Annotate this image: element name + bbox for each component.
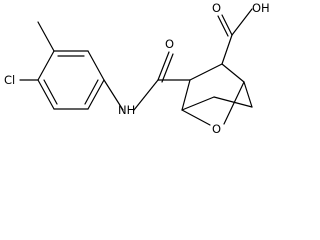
bond-c2-c1 [181, 79, 191, 111]
bond-c4-o [223, 81, 245, 125]
bond-ring-5 [87, 50, 105, 81]
bond-amide-co-2 [161, 53, 174, 83]
bond-c2-c3 [189, 63, 223, 81]
bond-n-carbonyl [133, 79, 159, 111]
bond-c5-c4 [243, 81, 253, 108]
bond-ring-double-2 [43, 79, 58, 105]
amide-o-label: O [165, 37, 174, 51]
bond-ring-2 [37, 79, 55, 110]
bond-aryl-n [103, 79, 124, 111]
bond-acid-oh [231, 8, 253, 36]
bond-acid-co-1 [221, 14, 233, 36]
molecule-svg: Cl NH O O OH O [4, 1, 270, 136]
acid-o-label: O [212, 1, 221, 15]
bond-ring-double-3 [84, 79, 99, 105]
bond-amide-co-1 [157, 51, 170, 81]
ring-o-label: O [212, 122, 221, 136]
bond-ring-1 [37, 50, 55, 81]
benzene-ring [37, 50, 105, 110]
structure-canvas: Cl NH O O OH O [4, 1, 270, 136]
amide-nh-label: NH [118, 103, 135, 117]
bond-c6-c5 [213, 96, 253, 108]
acid-oh-label: OH [252, 1, 270, 15]
chloro-label: Cl [4, 73, 15, 87]
bond-c3-c4 [221, 63, 245, 83]
bond-c3-acid [221, 34, 233, 65]
bond-ring-4 [87, 79, 105, 110]
bond-c1-o [181, 109, 211, 126]
bond-acid-co-2 [217, 15, 229, 37]
oxabicycle-frame [181, 63, 253, 126]
bond-c1-c6 [181, 96, 215, 111]
bond-methyl [37, 21, 55, 52]
